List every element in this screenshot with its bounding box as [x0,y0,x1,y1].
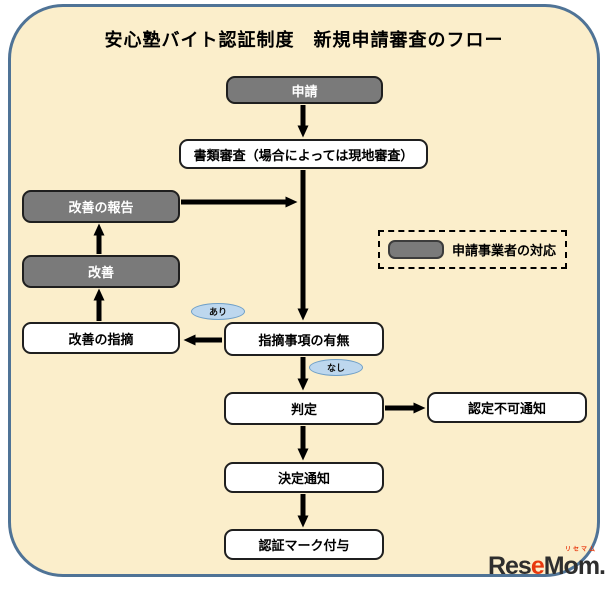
node-mark-grant: 認証マーク付与 [224,529,384,560]
node-rejection-notice: 認定不可通知 [427,392,587,423]
node-apply: 申請 [226,76,383,104]
node-improvement-report: 改善の報告 [22,190,180,223]
logo-accent-letter: e [530,552,545,580]
legend-label: 申請事業者の対応 [452,243,557,258]
node-improvement-note: 改善の指摘 [22,322,180,354]
node-improvement: 改善 [22,255,180,288]
node-judgment: 判定 [224,392,384,425]
logo-part2: Mom. [543,552,606,580]
branch-label-yes: あり [191,303,245,320]
node-document-review: 書類審査（場合によっては現地審査） [179,139,428,169]
resemom-logo: リセマム ReseMom. [487,547,606,587]
diagram-title: 安心塾バイト認証制度 新規申請審査のフロー [104,30,504,50]
legend-applicant-swatch [388,240,444,259]
legend-box: 申請事業者の対応 [378,230,567,269]
branch-label-no: なし [309,359,363,376]
logo-part1: Res [487,552,532,580]
logo-wordmark: ReseMom. [487,552,606,580]
logo-ruby-text: リセマム [564,547,597,553]
node-decision-notice: 決定通知 [224,462,384,493]
node-findings-check: 指摘事項の有無 [224,322,384,356]
